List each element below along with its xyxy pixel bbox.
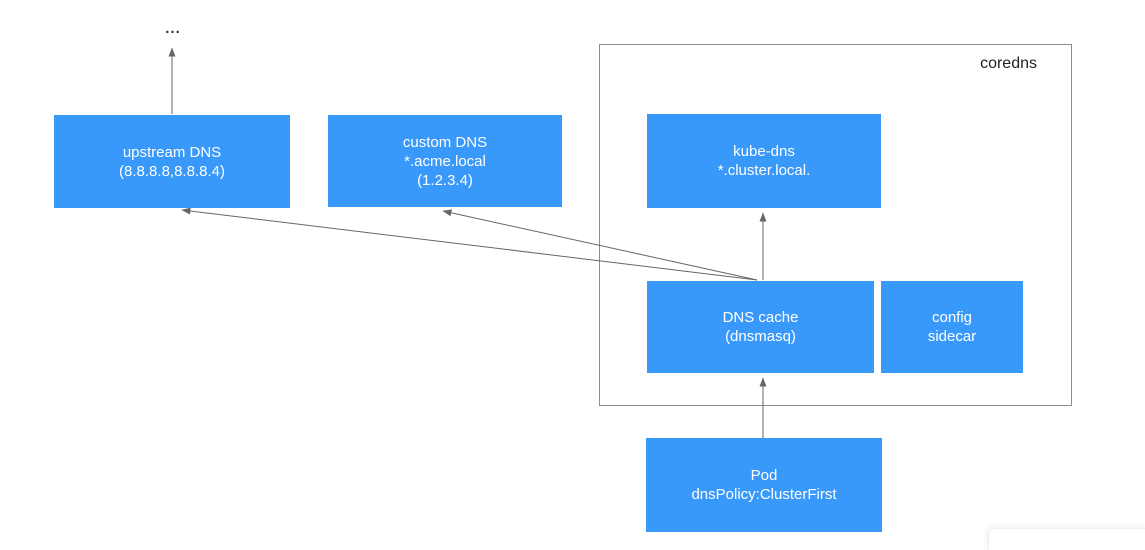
- ellipsis-label: ...: [165, 20, 181, 37]
- node-dns-cache: DNS cache (dnsmasq): [647, 281, 874, 373]
- node-pod-title: Pod: [750, 467, 778, 484]
- corner-popup-card: [988, 528, 1145, 550]
- coredns-container-box: coredns: [599, 44, 1072, 406]
- node-config-sidecar-line2: sidecar: [927, 328, 977, 345]
- node-pod-policy: dnsPolicy:ClusterFirst: [691, 486, 837, 503]
- arrow-dnscache-to-upstream: [181, 207, 758, 281]
- node-custom-dns-ip: (1.2.3.4): [417, 171, 473, 189]
- coredns-container-label: coredns: [980, 55, 1037, 72]
- node-upstream-dns-subtitle: (8.8.8.8,8.8.8.4): [119, 162, 225, 180]
- node-custom-dns: custom DNS *.acme.local (1.2.3.4): [328, 115, 562, 207]
- node-kube-dns-title: kube-dns: [733, 143, 795, 160]
- node-config-sidecar: config sidecar: [881, 281, 1023, 373]
- arrow-dnscache-to-customdns: [442, 209, 758, 281]
- node-kube-dns-domain: *.cluster.local.: [717, 162, 811, 179]
- node-custom-dns-domain: *.acme.local: [404, 152, 486, 170]
- node-config-sidecar-line1: config: [931, 309, 973, 326]
- node-pod: Pod dnsPolicy:ClusterFirst: [646, 438, 882, 532]
- node-upstream-dns-title: upstream DNS: [122, 143, 222, 161]
- node-upstream-dns: upstream DNS (8.8.8.8,8.8.8.4): [54, 115, 290, 208]
- node-kube-dns: kube-dns *.cluster.local.: [647, 114, 881, 208]
- node-custom-dns-title: custom DNS: [402, 133, 488, 151]
- node-dns-cache-title: DNS cache: [722, 309, 799, 326]
- node-dns-cache-subtitle: (dnsmasq): [725, 328, 796, 345]
